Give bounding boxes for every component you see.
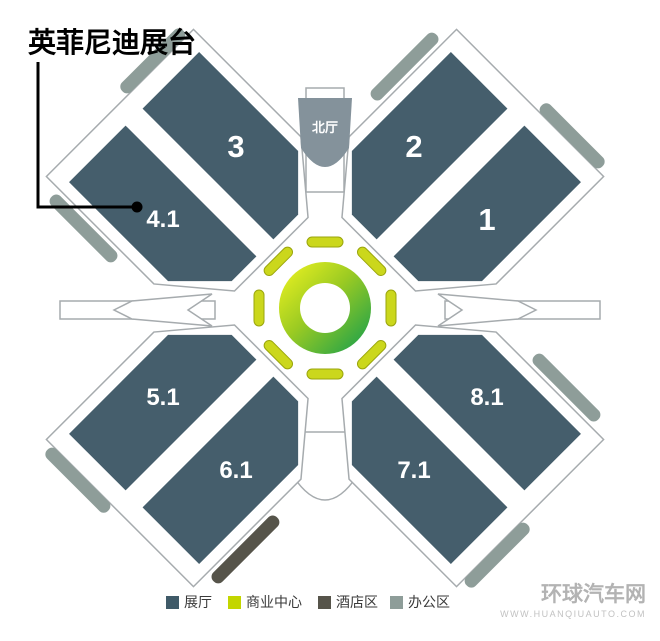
- office-area-block: [370, 32, 439, 101]
- legend-swatch-exhibition-hall: [166, 596, 179, 609]
- hall-5-1-label: 5.1: [146, 384, 179, 411]
- north-hall-shape: [298, 98, 352, 167]
- legend-swatch-business-center: [228, 596, 241, 609]
- hall-3-shape: [142, 52, 299, 240]
- watermark-site-name: 环球汽车网: [541, 582, 646, 606]
- business-center-segment: [306, 236, 344, 248]
- hall-7-1-shape: [351, 376, 508, 564]
- wing-southeast: [341, 324, 605, 588]
- legend: 展厅 商业中心 酒店区 办公区: [166, 594, 450, 610]
- business-center-segment: [263, 339, 294, 370]
- watermark-site-url: WWW.HUANQIUAUTO.COM: [500, 609, 646, 619]
- business-center-segment: [385, 289, 397, 327]
- office-area-block: [45, 447, 111, 513]
- north-hall-label: 北厅: [312, 120, 338, 135]
- watermark: 环球汽车网 WWW.HUANQIUAUTO.COM: [500, 582, 646, 619]
- legend-label-exhibition-hall: 展厅: [184, 594, 212, 610]
- legend-swatch-hotel-area: [318, 596, 331, 609]
- legend-label-business-center: 商业中心: [246, 594, 302, 610]
- west-entrance-canopy: [112, 293, 213, 327]
- hall-4-1-shape: [69, 125, 257, 282]
- callout-title: 英菲尼迪展台: [28, 26, 196, 58]
- wing-southeast-frame: [341, 324, 605, 588]
- callout-pointer-dot: [131, 201, 143, 213]
- business-center-segment: [263, 246, 294, 277]
- hall-7-1-label: 7.1: [397, 457, 430, 484]
- hall-8-1-shape: [393, 334, 581, 491]
- hall-1-shape: [393, 125, 581, 282]
- callout-pointer-line: [36, 62, 132, 209]
- office-area-block: [49, 194, 118, 263]
- office-area-block: [532, 353, 601, 422]
- hall-5-1-shape: [69, 334, 257, 491]
- hall-2-shape: [351, 52, 508, 240]
- business-center-segment: [356, 339, 387, 370]
- hall-2-label: 2: [405, 129, 422, 164]
- central-ring-core: [300, 283, 350, 333]
- business-center-segment: [253, 289, 265, 327]
- office-area-block: [120, 28, 186, 94]
- business-center-segment: [306, 368, 344, 380]
- wing-northeast: [341, 28, 605, 292]
- wing-southwest-frame: [45, 324, 309, 588]
- office-area-block: [539, 103, 605, 169]
- hall-6-1-shape: [142, 376, 299, 564]
- business-center-segment: [356, 246, 387, 277]
- office-area-block: [464, 522, 530, 588]
- hall-3-label: 3: [227, 129, 244, 164]
- wing-northwest-frame: [45, 28, 309, 292]
- hall-1-label: 1: [478, 202, 495, 237]
- hall-6-1-label: 6.1: [219, 457, 252, 484]
- legend-label-office-area: 办公区: [408, 594, 450, 610]
- wing-southwest: [45, 324, 309, 588]
- hall-4-1-label: 4.1: [146, 206, 179, 233]
- wing-northwest: [45, 28, 309, 292]
- hotel-area-block: [211, 515, 280, 584]
- legend-swatch-office-area: [390, 596, 403, 609]
- legend-label-hotel-area: 酒店区: [336, 594, 378, 610]
- east-entrance-canopy: [437, 293, 538, 327]
- hall-8-1-label: 8.1: [470, 384, 503, 411]
